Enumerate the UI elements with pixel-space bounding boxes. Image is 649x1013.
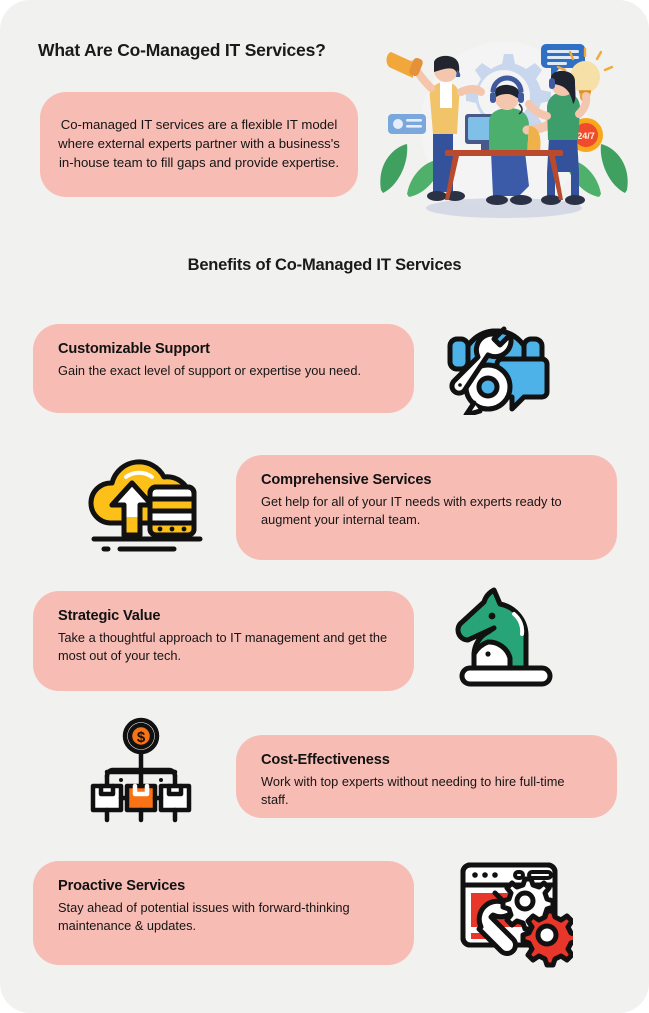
benefit-title: Customizable Support: [58, 341, 210, 357]
benefit-description: Gain the exact level of support or exper…: [58, 363, 362, 378]
svg-text:$: $: [137, 729, 146, 746]
cloud-server-upload-icon: [80, 447, 205, 559]
svg-text:24/7: 24/7: [577, 131, 595, 141]
office-chair: [527, 126, 541, 156]
hero-description-card: Co-managed IT services are a flexible IT…: [40, 92, 358, 197]
id-card-icon: [388, 114, 426, 134]
page-title: What Are Co-Managed IT Services?: [38, 40, 326, 60]
benefit-card-cost-effectiveness: Cost-Effectiveness Work with top experts…: [236, 735, 617, 818]
benefit-description: Get help for all of your IT needs with e…: [261, 494, 562, 527]
hero-description-text: Co-managed IT services are a flexible IT…: [58, 117, 340, 170]
benefit-description: Take a thoughtful approach to IT managem…: [58, 630, 388, 663]
benefit-card-comprehensive-services: Comprehensive Services Get help for all …: [236, 455, 617, 560]
person-with-megaphone: [386, 52, 485, 201]
benefit-description: Work with top experts without needing to…: [261, 774, 565, 807]
desk: [445, 150, 563, 200]
benefit-card-strategic-value: Strategic Value Take a thoughtful approa…: [33, 591, 414, 691]
megaphone-icon: [386, 52, 423, 78]
chat-bubble-icon: [541, 44, 585, 77]
headset-wrench-support-icon: [440, 303, 560, 418]
benefit-title: Proactive Services: [58, 878, 186, 894]
chess-knight-icon: [448, 580, 566, 695]
section-title: Benefits of Co-Managed IT Services: [187, 256, 462, 274]
benefit-card-proactive-services: Proactive Services Stay ahead of potenti…: [33, 861, 414, 965]
benefit-card-customizable-support: Customizable Support Gain the exact leve…: [33, 324, 414, 413]
org-chart-dollar-icon: $: [85, 716, 197, 826]
browser-wrench-gears-icon: [455, 857, 580, 969]
benefit-description: Stay ahead of potential issues with forw…: [58, 900, 350, 933]
lightbulb-icon: [556, 47, 614, 102]
benefit-title: Comprehensive Services: [261, 472, 432, 488]
benefit-title: Cost-Effectiveness: [261, 752, 390, 768]
benefit-title: Strategic Value: [58, 608, 161, 624]
it-team-collaboration-illustration: 24/7: [373, 30, 635, 230]
